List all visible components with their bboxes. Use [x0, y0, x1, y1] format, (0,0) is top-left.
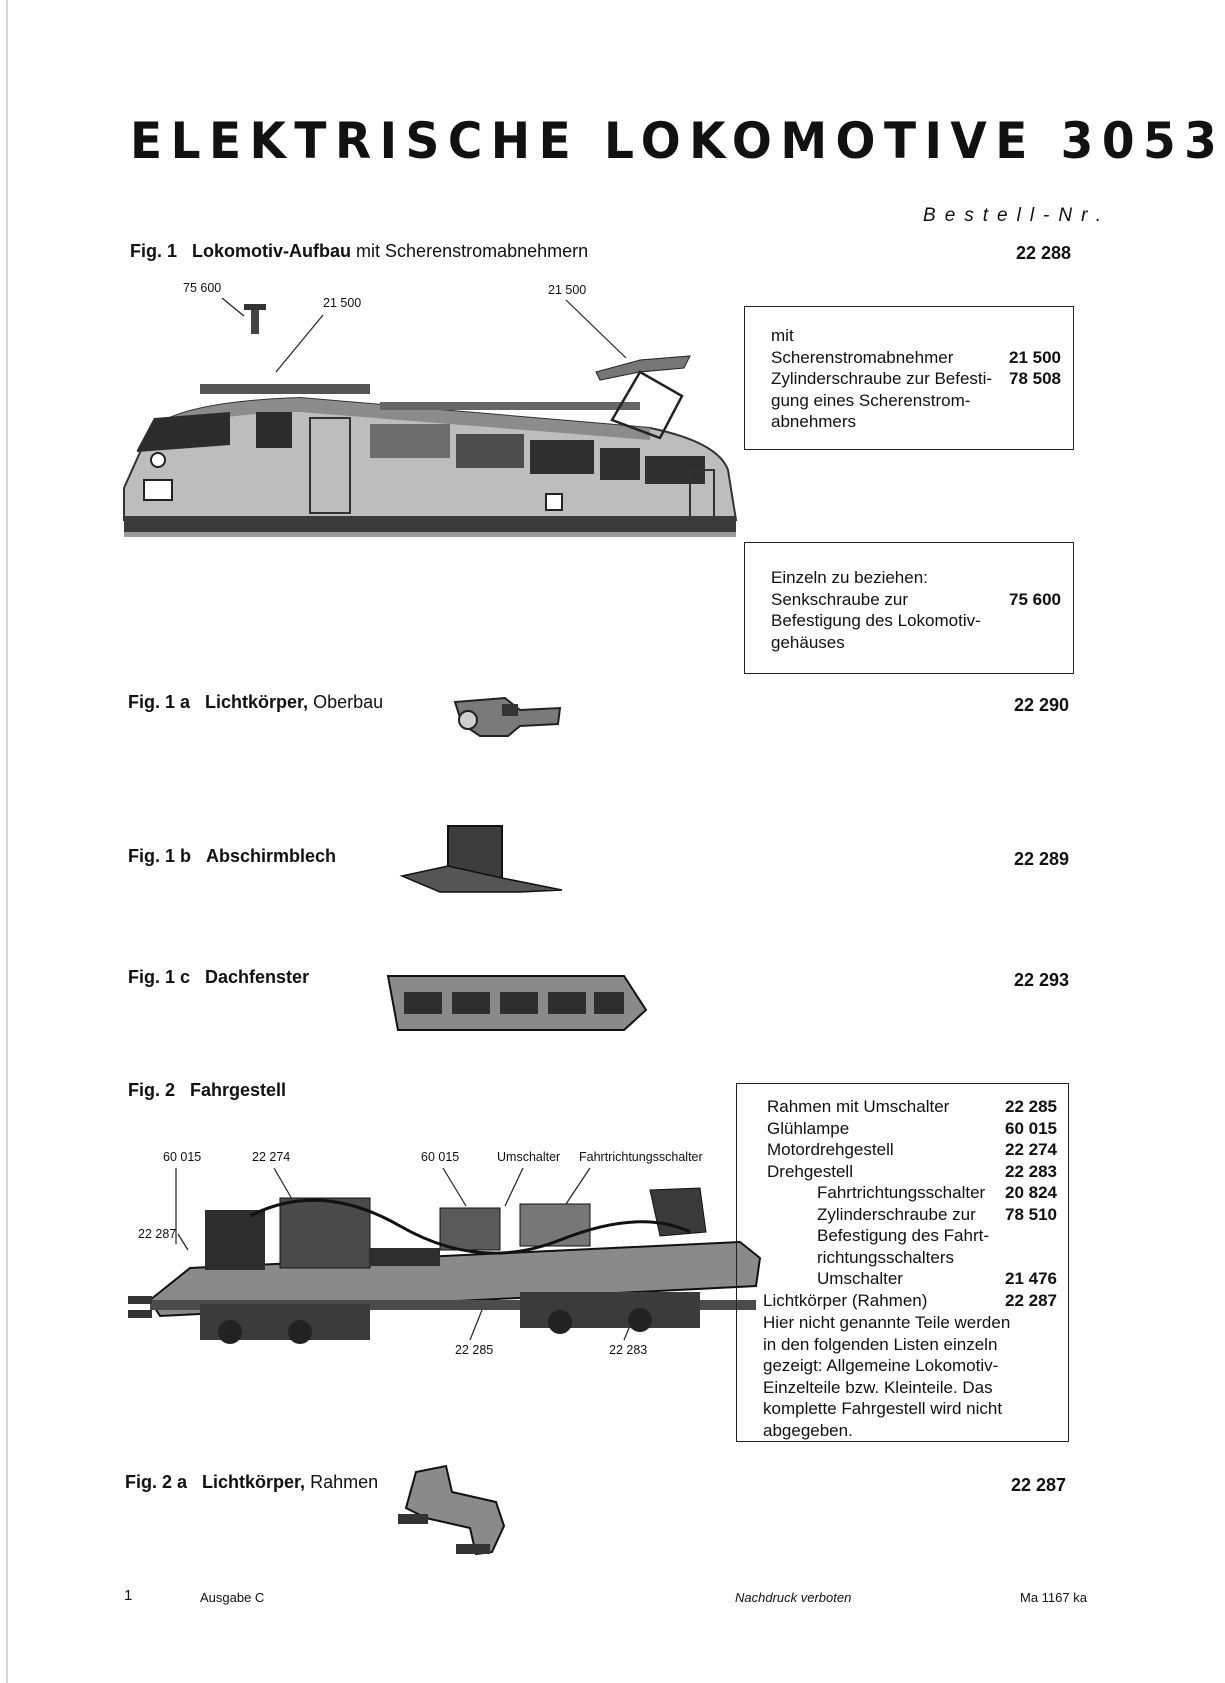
fig1c-name: Dachfenster: [205, 967, 310, 987]
box2-row: Befestigung des Lokomotiv-: [771, 611, 981, 630]
fig2-chassis-image: [128, 1167, 762, 1344]
box1-row: gung eines Scherenstrom-: [771, 390, 971, 410]
fig2a-part-no: 22 287: [1011, 1475, 1067, 1495]
box3-row: richtungsschalters: [817, 1247, 955, 1267]
fig1a-part-no: 22 290: [1014, 695, 1070, 715]
box3-note-line: Einzelteile bzw. Kleinteile. Das: [763, 1377, 993, 1397]
fig1c-roof-window-image: [386, 975, 648, 1031]
box1-row: Zylinderschraube zur Befesti-78 508: [771, 369, 1061, 388]
box3-note-line: abgegeben.: [763, 1420, 853, 1440]
box3-row: Lichtkörper (Rahmen)22 287: [763, 1290, 1057, 1310]
fig1a-name: Lichtkörper,: [205, 692, 309, 712]
fig2-callout-direction-switch: Fahrtrichtungsschalter: [579, 1150, 703, 1164]
fig1a-desc: Oberbau: [313, 692, 384, 712]
fig1a-heading: Fig. 1 a Lichtkörper, Oberbau: [128, 692, 383, 713]
fig1c-label: Fig. 1 c: [128, 967, 191, 987]
fig1b-label: Fig. 1 b: [128, 846, 191, 866]
fig1-label: Fig. 1: [130, 241, 178, 261]
fig2-callout-bogie: 22 283: [609, 1343, 648, 1357]
fig1b-heading: Fig. 1 b Abschirmblech: [128, 846, 336, 867]
footer-code: Ma 1167 ka: [1020, 1590, 1087, 1605]
fig2-heading: Fig. 2 Fahrgestell: [128, 1080, 286, 1101]
box3-note-line: gezeigt: Allgemeine Lokomotiv-: [763, 1356, 999, 1375]
fig2-callout-switch: Umschalter: [497, 1150, 561, 1164]
box2-row: gehäuses: [771, 632, 845, 652]
fig1-callout-pantograph-1: 21 500: [323, 296, 362, 310]
fig1b-part-no: 22 289: [1014, 849, 1070, 869]
fig2-label: Fig. 2: [128, 1080, 176, 1100]
box1-heading: mit: [771, 326, 794, 345]
box3-row: Befestigung des Fahrt-: [817, 1226, 989, 1245]
fig1c-heading: Fig. 1 c Dachfenster: [128, 967, 309, 988]
fig1-desc: mit Scherenstromabnehmern: [356, 241, 589, 261]
page-title: ELEKTRISCHE LOKOMOTIVE 3053: [130, 112, 1225, 170]
fig1-heading: Fig. 1 Lokomotiv-Aufbau mit Scherenstrom…: [130, 241, 588, 262]
fig2-callout-frame: 22 285: [455, 1343, 494, 1357]
fig2-callout-light-frame: 22 287: [138, 1227, 177, 1241]
footer-edition: Ausgabe C: [200, 1590, 265, 1605]
fig1a-light-housing-image: [453, 696, 562, 737]
fig1b-shield-plate-image: [399, 825, 563, 893]
fig1-callout-screw: 75 600: [183, 281, 222, 295]
fig1-name: Lokomotiv-Aufbau: [192, 241, 352, 261]
fig2a-light-frame-image: [398, 1464, 506, 1556]
fig2a-desc: Rahmen: [310, 1472, 379, 1492]
box3-note: Hier nicht genannte Teile werden in den …: [763, 1312, 1063, 1441]
fig1c-part-no: 22 293: [1014, 970, 1070, 990]
fig1-part-no: 22 288: [1016, 243, 1072, 263]
fig1-callout-pantograph-2: 21 500: [548, 283, 587, 297]
fig2-callout-motor-bogie: 22 274: [252, 1150, 291, 1164]
fig1a-label: Fig. 1 a: [128, 692, 191, 712]
bestell-nr-header: Bestell-Nr.: [923, 205, 1110, 226]
box3-note-line: komplette Fahrgestell wird nicht: [763, 1399, 1003, 1418]
box3-note-line: Hier nicht genannte Teile werden: [763, 1313, 1011, 1332]
fig2a-heading: Fig. 2 a Lichtkörper, Rahmen: [125, 1472, 378, 1493]
footer-page-number: 1: [124, 1587, 133, 1604]
fig2-callout-lamp-2: 60 015: [421, 1150, 460, 1164]
fig1b-name: Abschirmblech: [206, 846, 337, 866]
page-edge: [6, 0, 8, 1683]
fig2-name: Fahrgestell: [190, 1080, 287, 1100]
fig2a-label: Fig. 2 a: [125, 1472, 188, 1492]
box2-heading: Einzeln zu beziehen:: [771, 568, 928, 587]
fig2a-name: Lichtkörper,: [202, 1472, 306, 1492]
fig1-locomotive-image: [123, 297, 738, 537]
footer-notice: Nachdruck verboten: [735, 1590, 852, 1605]
box1-row: abnehmers: [771, 412, 857, 431]
fig2-callout-lamp-1: 60 015: [163, 1150, 202, 1164]
box3-note-line: in den folgenden Listen einzeln: [763, 1334, 998, 1354]
